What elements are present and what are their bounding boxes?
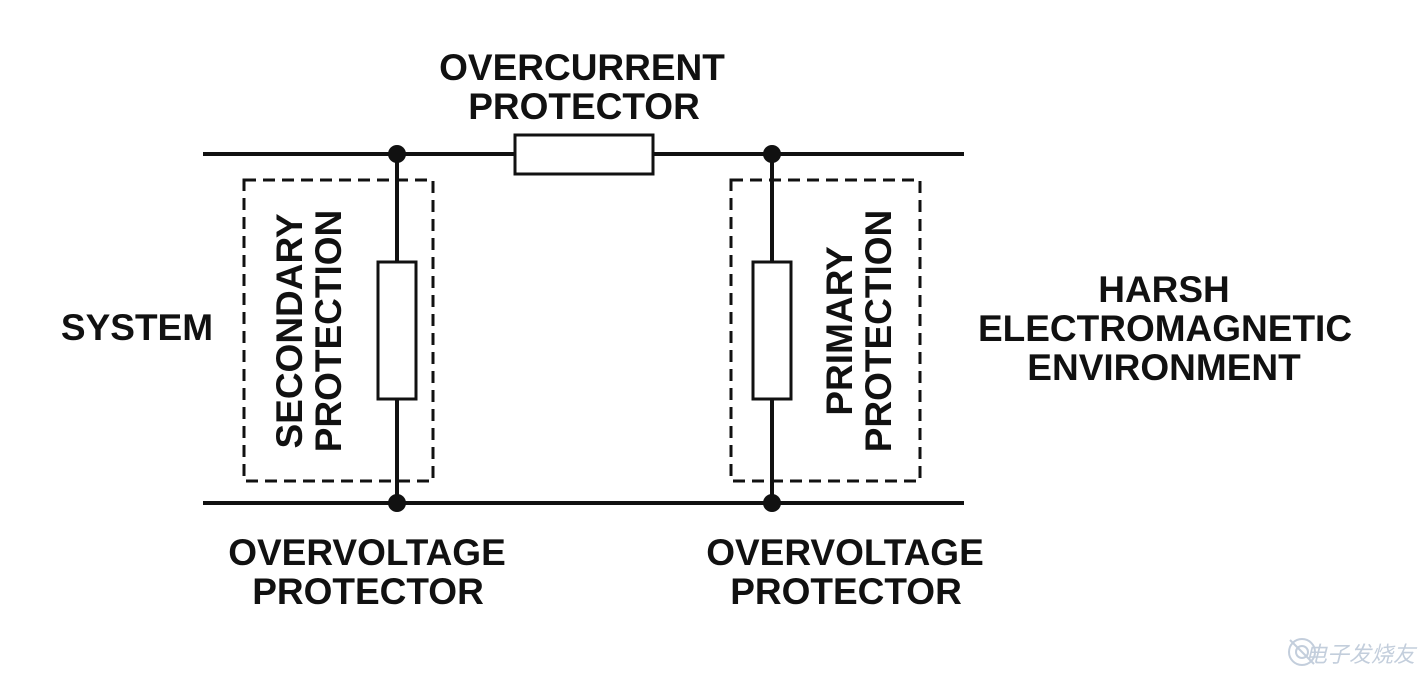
overcurrent-label-line1: OVERCURRENT xyxy=(439,47,725,88)
secondary-protection-label: SECONDARY PROTECTION xyxy=(269,210,349,453)
harsh-label-line3: ENVIRONMENT xyxy=(1027,347,1301,388)
right-shunt-branch xyxy=(751,145,793,512)
elecfans-logo xyxy=(1288,638,1316,666)
right-bottom-junction-dot xyxy=(763,494,781,512)
secondary-label-line1: SECONDARY xyxy=(269,213,310,448)
primary-protection-label: PRIMARY PROTECTION xyxy=(819,210,899,453)
secondary-label-line2: PROTECTION xyxy=(308,210,349,453)
watermark: 电子发烧友 xyxy=(1288,638,1418,668)
left-overvoltage-resistor xyxy=(376,260,418,401)
right-overvoltage-resistor xyxy=(751,260,793,401)
harsh-label-line1: HARSH xyxy=(1098,269,1230,310)
overcurrent-label-line2: PROTECTOR xyxy=(468,86,700,127)
system-label: SYSTEM xyxy=(61,307,213,348)
primary-label-line1: PRIMARY xyxy=(819,246,860,416)
overcurrent-resistor xyxy=(513,133,655,176)
overvoltage-left-label-line1: OVERVOLTAGE xyxy=(228,532,506,573)
left-shunt-branch xyxy=(376,145,418,512)
overvoltage-left-label-line2: PROTECTOR xyxy=(252,571,484,612)
watermark-text: 电子发烧友 xyxy=(1305,643,1418,668)
left-bottom-junction-dot xyxy=(388,494,406,512)
right-top-junction-dot xyxy=(763,145,781,163)
overvoltage-right-label-line1: OVERVOLTAGE xyxy=(706,532,984,573)
primary-label-line2: PROTECTION xyxy=(858,210,899,453)
left-top-junction-dot xyxy=(388,145,406,163)
overvoltage-right-label-line2: PROTECTOR xyxy=(730,571,962,612)
harsh-label-line2: ELECTROMAGNETIC xyxy=(978,308,1352,349)
